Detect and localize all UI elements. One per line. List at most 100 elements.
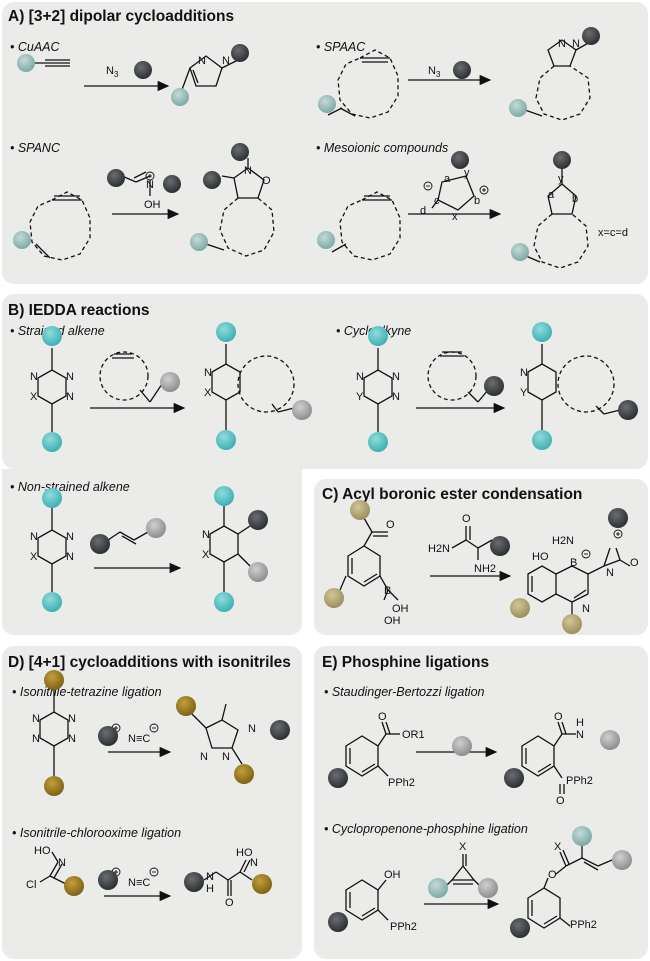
grey-ball [146,518,166,538]
svg-text:PPh2: PPh2 [566,775,593,787]
svg-text:N: N [58,857,66,869]
svg-text:N: N [66,391,74,403]
svg-text:OH: OH [384,615,401,627]
dark-ball [248,510,268,530]
sage-ball [190,233,208,251]
panel-d-title: D) [4+1] cycloadditions with isonitriles [8,654,291,671]
teal-ball [42,592,62,612]
svg-text:N: N [392,391,400,403]
svg-text:N: N [66,531,74,543]
tan-ball [562,614,582,634]
grey-ball [160,372,180,392]
panel-c-title: C) Acyl boronic ester condensation [322,486,583,503]
svg-text:N: N [606,567,614,579]
svg-text:OH: OH [392,603,409,615]
svg-text:N: N [66,551,74,563]
svg-text:O: O [225,897,234,909]
svg-text:N: N [30,531,38,543]
staudinger-bertozzi-label: • Staudinger-Bertozzi ligation [324,685,485,699]
svg-text:N: N [204,367,212,379]
svg-text:HO: HO [34,845,51,857]
teal-ball [216,430,236,450]
dark-ball [184,872,204,892]
svg-text:O: O [548,869,557,881]
sage-ball [317,231,335,249]
svg-text:b: b [572,193,578,205]
teal-ball [368,432,388,452]
olive-ball [234,764,254,784]
teal-ball [42,488,62,508]
dark-ball [484,376,504,396]
svg-text:O: O [462,513,471,525]
grey-ball [452,736,472,756]
dark-ball [618,400,638,420]
dark-ball [231,143,249,161]
panel-e [314,646,648,959]
svg-text:x: x [452,211,458,223]
svg-text:3: 3 [114,70,119,79]
svg-text:H2N: H2N [428,543,450,555]
svg-text:a: a [548,189,555,201]
dark-ball [90,534,110,554]
svg-text:N: N [248,723,256,735]
svg-text:N: N [206,871,214,883]
spaac-label: • SPAAC [316,40,366,54]
substituent-balls [13,27,638,938]
olive-ball [64,876,84,896]
svg-text:N: N [392,371,400,383]
svg-text:N: N [582,603,590,615]
dark-ball [553,151,571,169]
svg-text:B: B [384,585,391,597]
svg-text:y: y [464,167,470,179]
svg-text:O: O [262,175,271,187]
olive-ball [44,776,64,796]
teal-ball [532,322,552,342]
teal-ball [216,322,236,342]
svg-text:OH: OH [384,869,401,881]
svg-text:X: X [459,841,467,853]
grey-ball [248,562,268,582]
svg-text:HO: HO [532,551,549,563]
svg-text:N: N [68,713,76,725]
svg-text:OR1: OR1 [402,729,425,741]
azide-n-label: N [106,65,114,77]
svg-text:N: N [572,38,580,50]
dark-ball [510,918,530,938]
dark-ball [134,61,152,79]
svg-text:a: a [444,173,451,185]
dark-ball [328,768,348,788]
svg-text:NH2: NH2 [474,563,496,575]
svg-text:N: N [30,371,38,383]
olive-ball [176,696,196,716]
panel-a-title: A) [3+2] dipolar cycloadditions [8,8,235,25]
sage-ball [572,826,592,846]
grey-ball [612,850,632,870]
svg-text:N: N [222,751,230,763]
sage-ball [511,243,529,261]
tan-ball [510,598,530,618]
svg-text:X: X [204,387,212,399]
svg-text:OH: OH [144,199,161,211]
dark-ball [328,912,348,932]
svg-text:PPh2: PPh2 [388,777,415,789]
dark-ball [98,870,118,890]
cyclopropenone-phosphine-label: • Cyclopropenone-phosphine ligation [324,822,528,836]
dark-ball [451,151,469,169]
dark-ball [504,768,524,788]
dark-ball [163,175,181,193]
dark-ball [98,726,118,746]
svg-text:H2N: H2N [552,535,574,547]
svg-text:O: O [556,795,565,807]
svg-text:N: N [520,367,528,379]
dark-ball [203,171,221,189]
teal-ball [214,592,234,612]
sage-ball [428,878,448,898]
svg-text:N: N [68,733,76,745]
svg-text:N: N [32,733,40,745]
dark-ball [107,169,125,187]
svg-text:N: N [428,65,436,77]
svg-text:N≡C: N≡C [128,877,150,889]
svg-text:N: N [222,55,230,67]
teal-ball [532,430,552,450]
teal-ball [214,486,234,506]
